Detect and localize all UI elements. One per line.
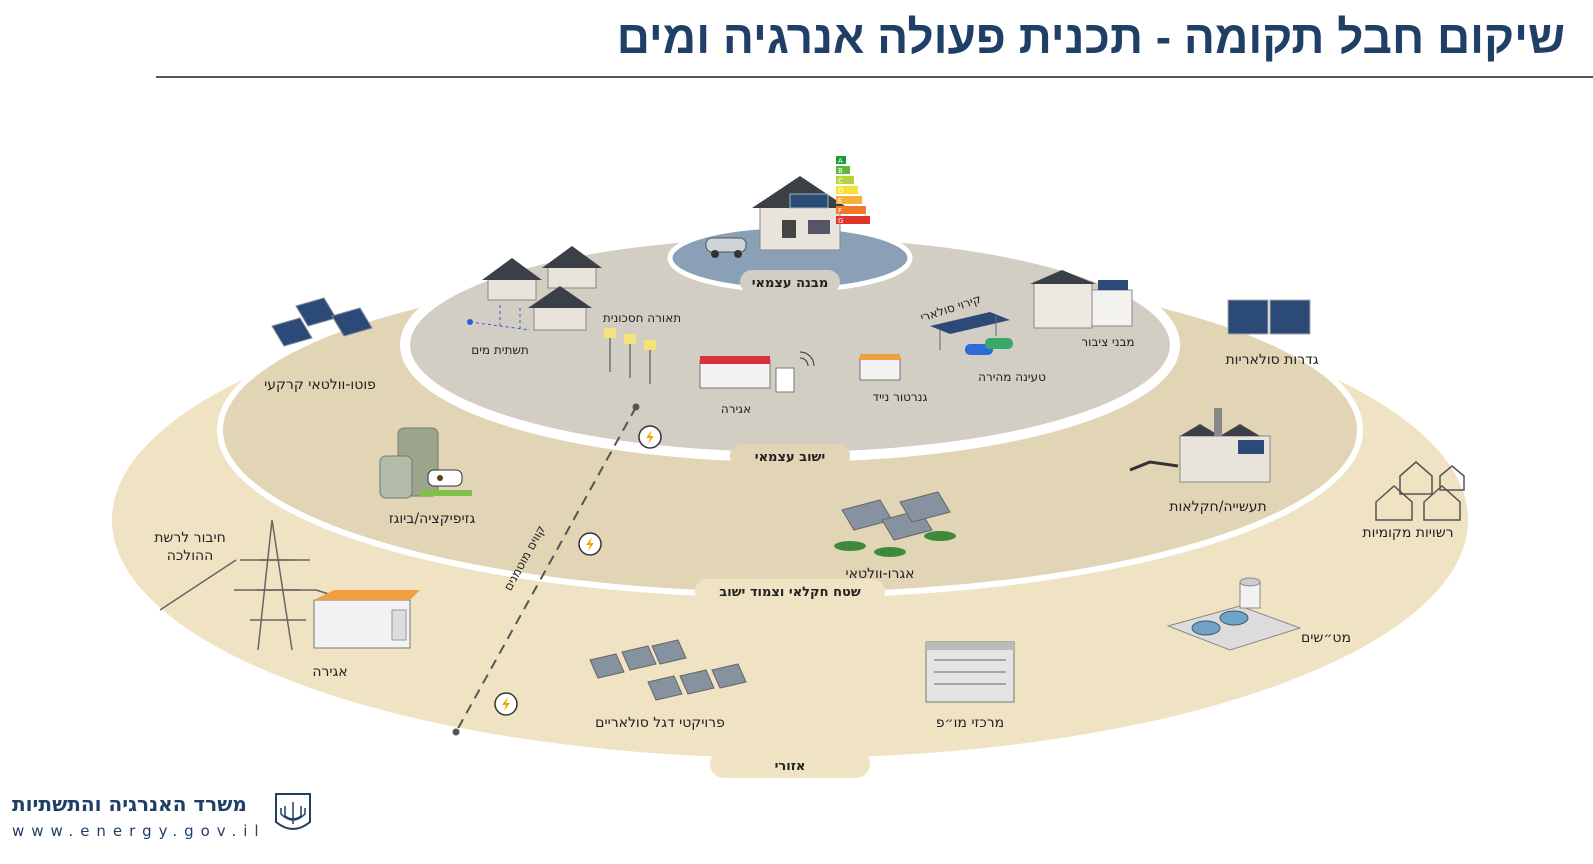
data-centers-label: מרכזי מו״פ bbox=[936, 715, 1004, 731]
factory-icon bbox=[1129, 408, 1271, 483]
mobile-generator-label: גנרטור נייד bbox=[873, 390, 928, 404]
storage-inner-label: אגירה bbox=[721, 402, 751, 416]
underground-line bbox=[455, 406, 637, 733]
biogas-icon bbox=[379, 427, 472, 499]
local-authorities-label: רשויות מקומיות bbox=[1362, 525, 1453, 541]
energy-rating-icon bbox=[836, 156, 870, 224]
gasification-label: גזיפיקציה/ביוגז bbox=[389, 511, 476, 527]
industry-agri-label: תעשייה/חקלאות bbox=[1169, 499, 1266, 515]
independent-house-icon bbox=[705, 176, 848, 258]
energy-rating-letter: G bbox=[838, 217, 843, 225]
flagship-solar-icon bbox=[589, 639, 747, 701]
band-regional-bg bbox=[710, 750, 870, 778]
settlement-houses-icon bbox=[467, 246, 602, 331]
band-agri: שטח חקלאי וצמוד ישוב bbox=[719, 585, 861, 600]
band-inner-bg bbox=[740, 270, 840, 294]
mobile-generator-icon bbox=[859, 354, 901, 381]
page-title: שיקום חבל תקומה - תכנית פעולה אנרגיה ומי… bbox=[616, 11, 1565, 63]
band-inner: מבנה עצמאי bbox=[752, 276, 829, 291]
solar-fences-label: גדרות סולאריות bbox=[1225, 352, 1318, 368]
public-building-icon bbox=[1030, 270, 1133, 329]
storage-regional-label: אגירה bbox=[312, 664, 347, 680]
smart-lighting-label: תאורה חסכונית bbox=[603, 311, 681, 325]
agrivoltaic-icon bbox=[834, 491, 956, 557]
public-buildings-label: מבני ציבור bbox=[1081, 335, 1134, 349]
band-settlement: ישוב עצמאי bbox=[755, 450, 825, 465]
ministry-name: משרד האנרגיה והתשתיות bbox=[12, 792, 247, 816]
solar-canopy-icon bbox=[930, 312, 1013, 355]
energy-rating-letter: A bbox=[838, 157, 843, 165]
fast-charging-label: טעינה מהירה bbox=[978, 370, 1046, 384]
energy-rating-letter: E bbox=[838, 197, 842, 205]
ground-pv-icon bbox=[271, 297, 373, 347]
agrivoltaic-label: אגרו-וולטאי bbox=[845, 566, 914, 582]
water-infra-label: תשתית מים bbox=[471, 343, 528, 357]
ground-pv-label: פוטו-וולטאי קרקעי bbox=[264, 377, 376, 393]
local-authorities-icon bbox=[1375, 461, 1465, 521]
rnd-center-icon bbox=[925, 641, 1015, 703]
band-agri-bg bbox=[695, 579, 885, 603]
street-light-icon bbox=[604, 328, 656, 384]
grid-connection-label-1: חיבור לרשת bbox=[154, 530, 226, 546]
grid-connection-label-2: ההולכה bbox=[167, 548, 214, 564]
battery-storage-icon bbox=[699, 351, 815, 393]
solar-flagship-label: פרויקטי דגל סולאריים bbox=[595, 715, 725, 731]
underground-line-end-top bbox=[632, 403, 640, 411]
energy-rating-letter: D bbox=[838, 187, 843, 195]
wastewater-plant-icon bbox=[1166, 577, 1302, 651]
state-emblem-icon bbox=[275, 793, 311, 830]
solar-fence-icon bbox=[1227, 299, 1311, 335]
energy-rating-letter: B bbox=[838, 167, 843, 175]
underground-line-end-bottom bbox=[452, 728, 460, 736]
regional-storage-icon bbox=[313, 590, 420, 649]
wastewater-label: מט״שים bbox=[1301, 630, 1351, 646]
energy-rating-letter: C bbox=[838, 177, 843, 185]
lightning-icon bbox=[494, 692, 518, 716]
energy-rating-letter: F bbox=[838, 207, 842, 215]
band-regional: אזורי bbox=[775, 759, 806, 774]
ministry-url[interactable]: www.energy.gov.il bbox=[12, 822, 266, 840]
lightning-icon bbox=[638, 425, 662, 449]
title-divider bbox=[156, 76, 1593, 78]
lightning-icon bbox=[578, 532, 602, 556]
band-settlement-bg bbox=[730, 444, 850, 468]
